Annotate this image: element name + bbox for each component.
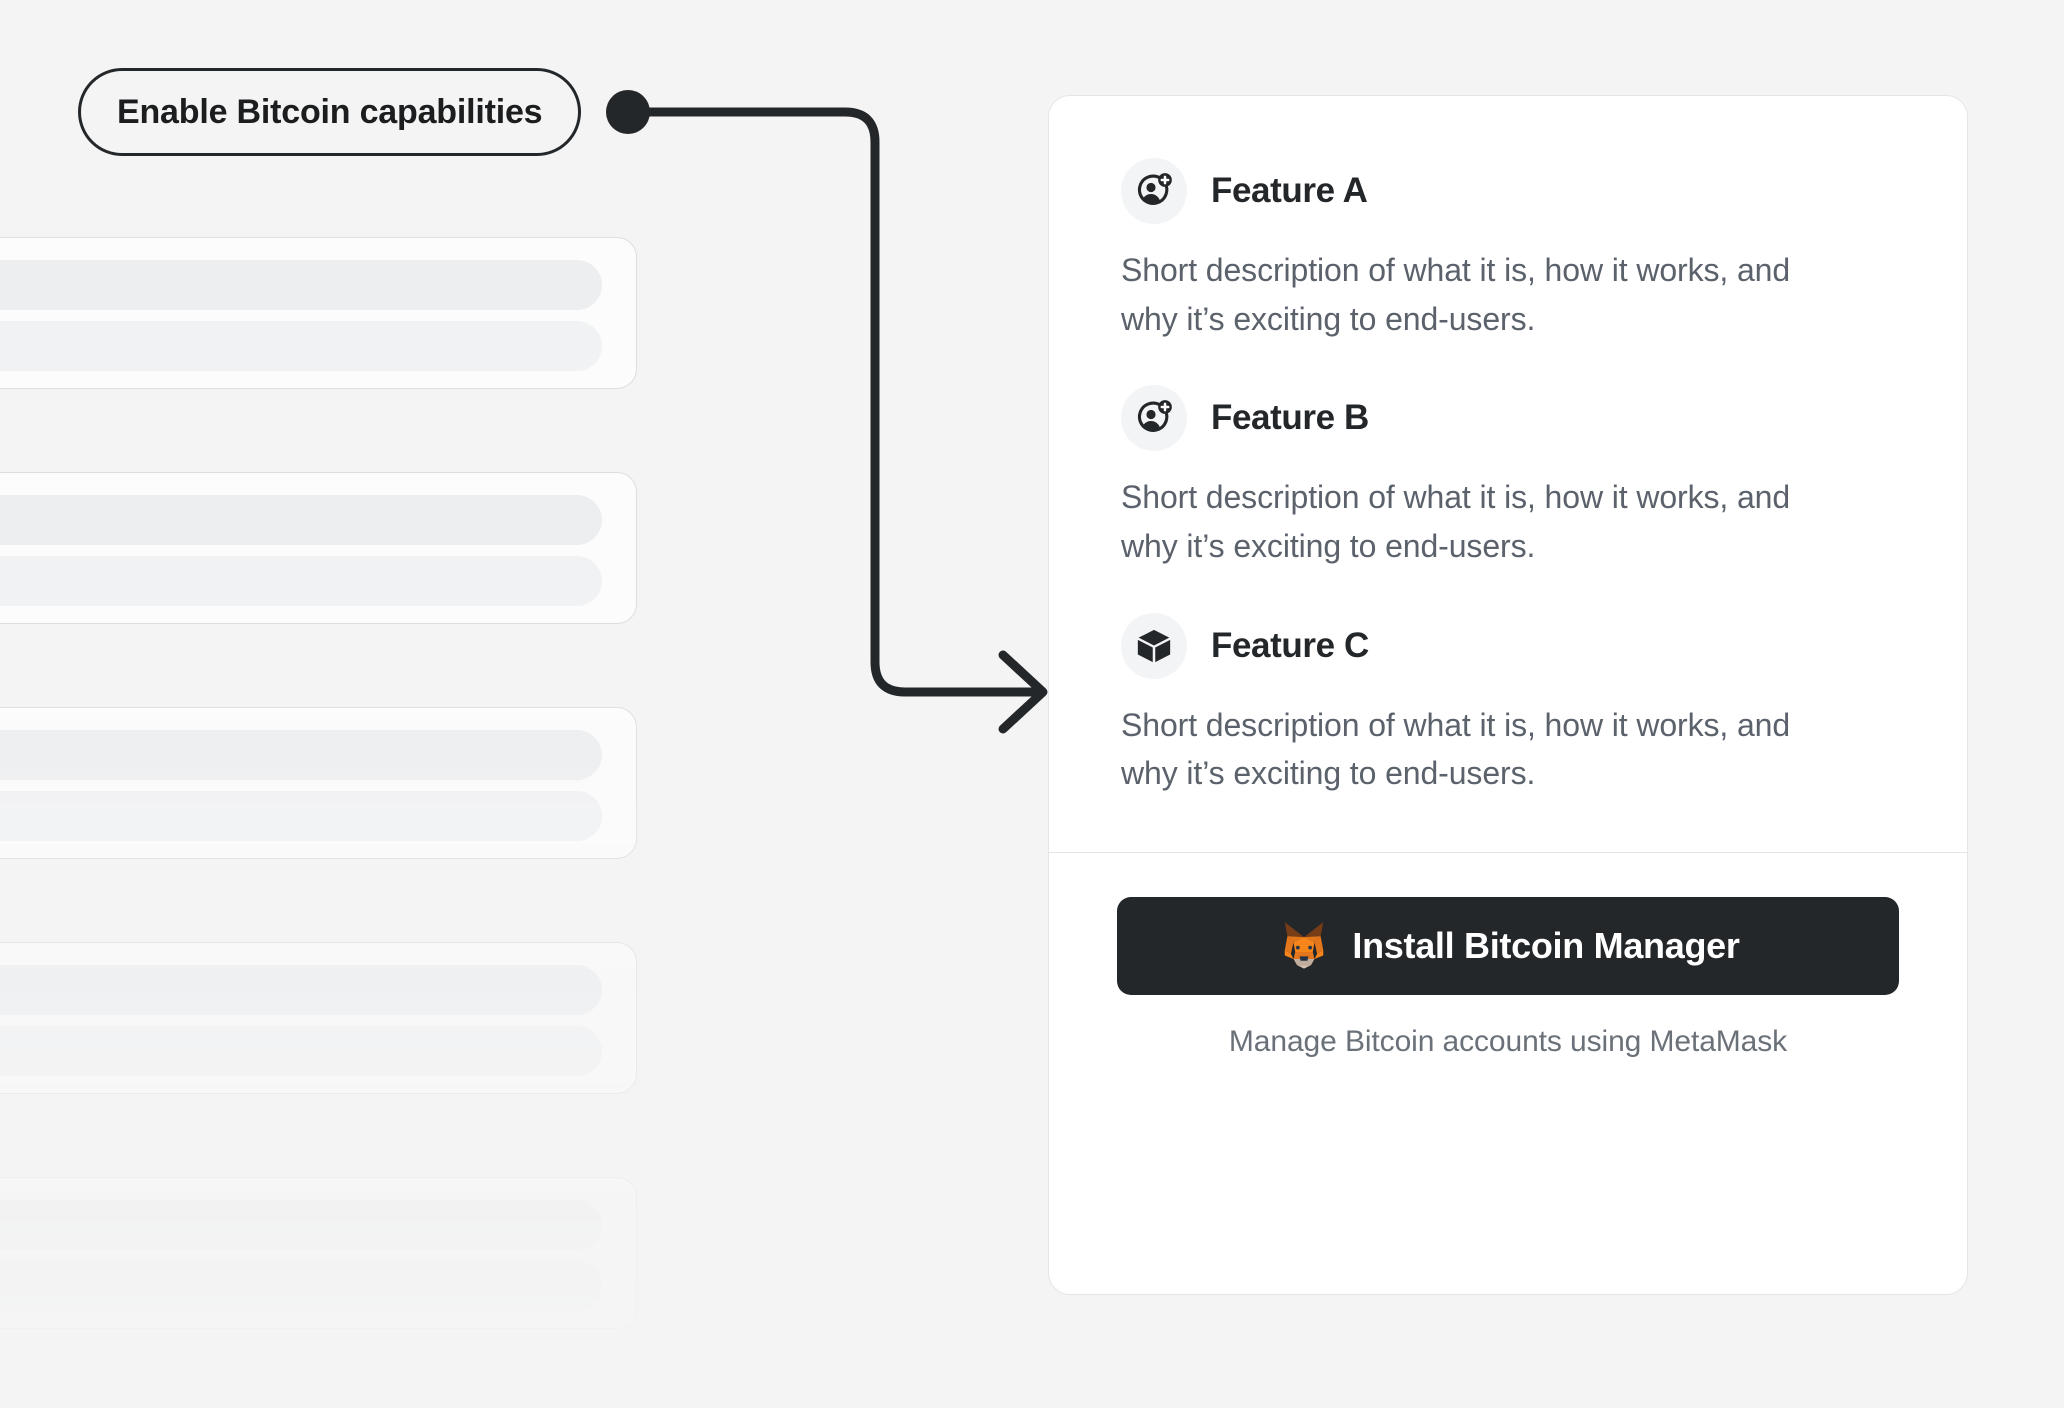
skeleton-bar-primary [0,260,602,310]
install-caption: Manage Bitcoin accounts using MetaMask [1228,1025,1788,1059]
user-add-icon [1121,385,1187,452]
cube-icon [1121,612,1187,679]
card-divider [1049,851,1967,854]
skeleton-card [0,1177,637,1329]
feature-header: Feature B [1121,385,1895,452]
feature-description: Short description of what it is, how it … [1121,479,1791,564]
connector-path [623,107,1045,697]
skeleton-bar-secondary [0,556,602,606]
feature-title: Feature A [1211,171,1368,210]
skeleton-card-stack [0,237,640,1408]
feature-title: Feature B [1211,398,1369,438]
connector-dot-icon [606,90,650,134]
skeleton-bar-primary [0,730,602,780]
skeleton-bar-primary [0,965,602,1015]
feature-title: Feature C [1211,625,1369,665]
skeleton-bar-primary [0,1200,602,1250]
user-add-icon [1121,158,1187,224]
install-button-label: Install Bitcoin Manager [1352,925,1740,967]
feature-card: Feature A Short description of what it i… [1048,95,1968,1295]
features-list: Feature A Short description of what it i… [1049,96,1967,798]
skeleton-bar-secondary [0,1261,602,1311]
skeleton-bar-secondary [0,791,602,841]
skeleton-card [0,237,637,389]
skeleton-card [0,942,637,1094]
skeleton-bar-primary [0,495,602,545]
feature-header: Feature A [1121,158,1895,224]
feature-item: Feature C Short description of what it i… [1121,612,1895,798]
callout-pill[interactable]: Enable Bitcoin capabilities [78,68,582,156]
feature-description: Short description of what it is, how it … [1121,252,1791,337]
skeleton-card [0,707,637,859]
skeleton-card [0,472,637,624]
feature-item: Feature B Short description of what it i… [1121,385,1895,570]
metamask-fox-icon [1276,917,1332,976]
skeleton-bar-secondary [0,1026,602,1076]
install-bitcoin-manager-button[interactable]: Install Bitcoin Manager [1117,897,1899,996]
arrow-right-icon [998,650,1048,734]
callout-label: Enable Bitcoin capabilities [117,92,543,131]
feature-item: Feature A Short description of what it i… [1121,158,1895,343]
feature-header: Feature C [1121,612,1895,679]
skeleton-bar-secondary [0,321,602,371]
feature-description: Short description of what it is, how it … [1121,706,1791,792]
install-section: Install Bitcoin Manager Manage Bitcoin a… [1049,853,1967,1059]
